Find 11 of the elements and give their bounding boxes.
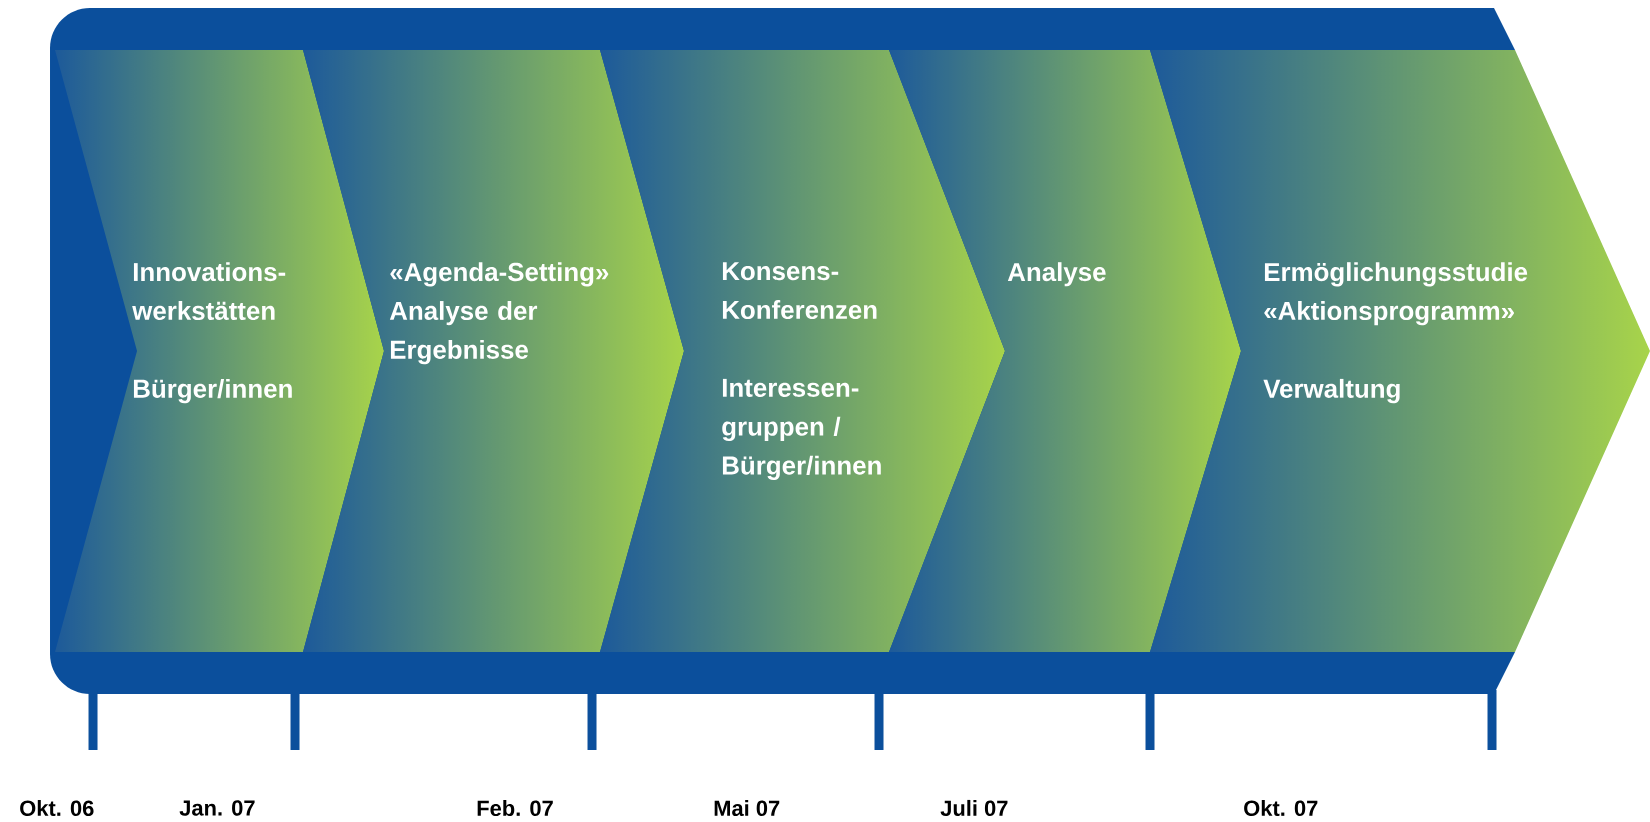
chevron: «Agenda-Setting» Analyse der Ergebnisse xyxy=(389,262,609,365)
date-label: Okt. 06 xyxy=(20,799,94,817)
date-label: Juli 07 xyxy=(940,799,1008,817)
date-label: Okt. 07 xyxy=(1244,799,1318,817)
date-label: Mai 07 xyxy=(714,799,780,817)
chevron: Konsens- Konferenzen Interessen- gruppen / Bürger/innen xyxy=(722,262,881,480)
chevron: Ermöglichungsstudie «Aktionsprogramm» Verwaltung xyxy=(1263,262,1528,404)
chevron: Innovations- werkstätten Bürger/innen xyxy=(132,262,292,404)
date-label: Jan. 07 xyxy=(179,800,255,816)
date-label: Feb. 07 xyxy=(477,799,553,817)
chevron: Analyse xyxy=(1007,262,1106,287)
